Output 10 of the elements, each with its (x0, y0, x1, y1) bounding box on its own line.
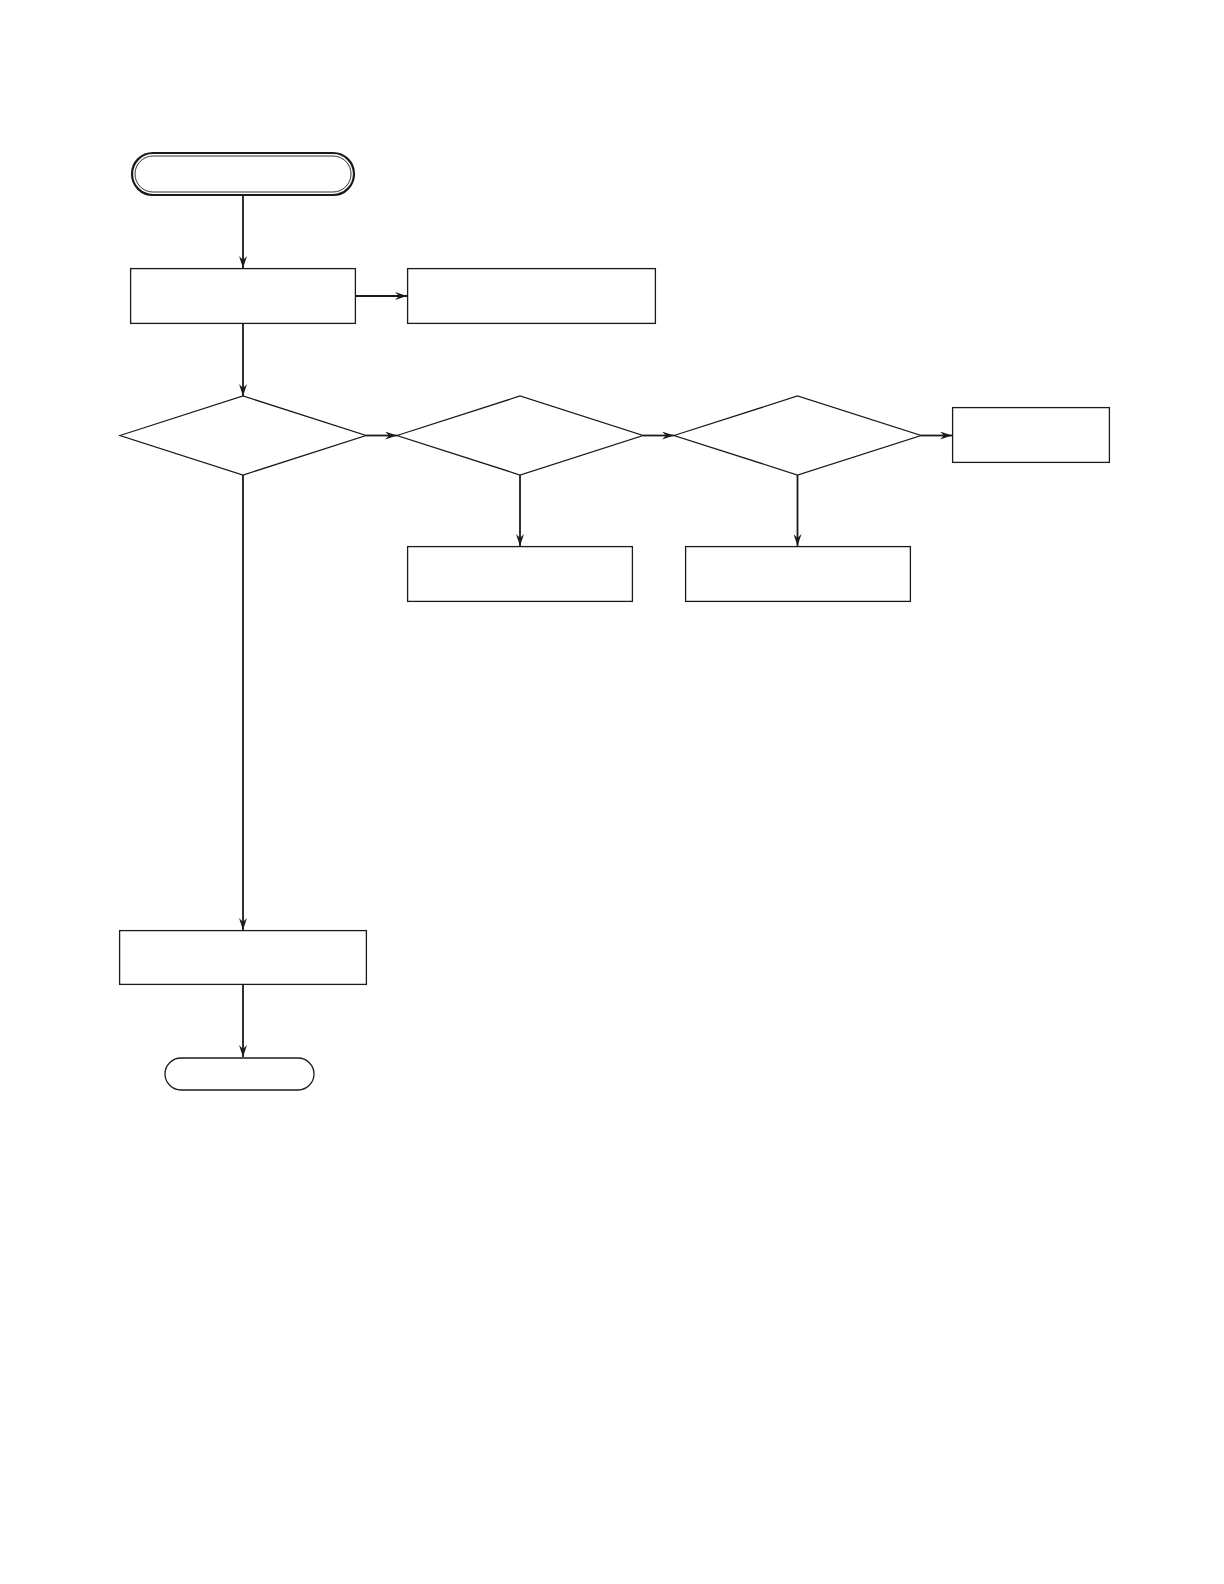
arrow (365, 431, 398, 440)
arrow (793, 474, 802, 547)
arrow (239, 984, 247, 1058)
arrow (642, 431, 675, 440)
arrow (920, 431, 953, 440)
arrow (239, 323, 247, 397)
arrow (239, 195, 247, 269)
arrow (516, 474, 524, 547)
arrow (355, 292, 408, 300)
arrow (239, 474, 247, 931)
